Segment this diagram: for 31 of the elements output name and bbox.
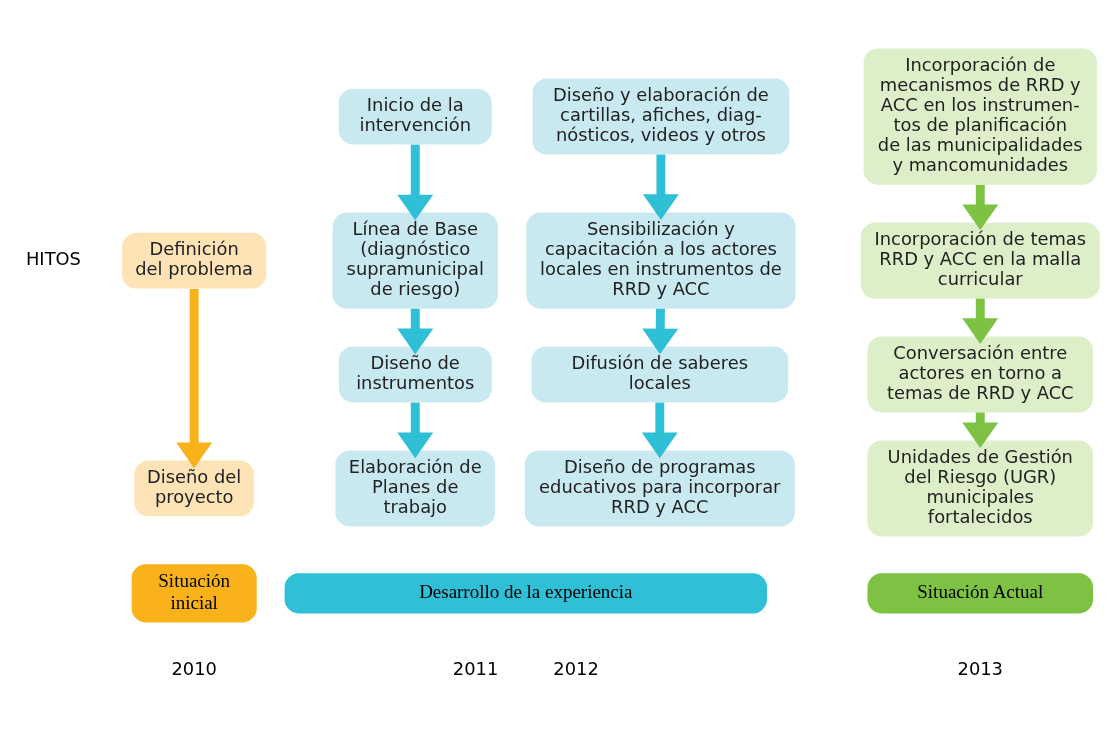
node-box: Elaboración de Planes de trabajo (335, 449, 496, 526)
node-box: Diseño y elaboración de cartillas, afiches, diag- nósticos, videos y otros (532, 78, 790, 155)
arrow (397, 402, 434, 458)
label: 2011 (452, 657, 499, 679)
arrow (642, 308, 679, 354)
arrow (176, 288, 213, 468)
node-box: Situación inicial (131, 563, 257, 622)
label: 2012 (553, 657, 599, 679)
node-box: Desarrollo de la experiencia (284, 572, 767, 613)
arrow (962, 184, 999, 230)
node-box: Diseño de instrumentos (338, 346, 492, 402)
arrow (642, 154, 679, 220)
node-box: Diseño del proyecto (134, 460, 254, 516)
node-box: Conversación entre actores en torno a temas de RRD y ACC (867, 336, 1094, 412)
node-box: Incorporación de mecanismos de RRD y ACC en los instrumen- tos de planificación de las municipalidades y mancomunidades (863, 47, 1097, 185)
node-box: Definición del problema (122, 232, 267, 289)
node-box: Situación Actual (867, 572, 1094, 613)
node-box: Difusión de saberes locales (531, 346, 789, 402)
label: 2013 (957, 657, 1003, 679)
node-box: Incorporación de temas RRD y ACC en la malla curricular (860, 222, 1100, 299)
node-box: Diseño de programas educativos para incorporar RRD y ACC (524, 449, 795, 526)
node-box: Sensibilización y capacitación a los actores locales en instrumentos de RRD y ACC (526, 212, 796, 309)
label: HITOS (25, 247, 81, 269)
arrow (397, 308, 434, 354)
label: 2010 (171, 657, 217, 679)
arrow (641, 402, 678, 458)
node-box: Unidades de Gestión del Riesgo (UGR) municipales fortalecidos (867, 439, 1094, 536)
node-box: Línea de Base (diagnóstico supramunicipal de riesgo) (332, 212, 498, 309)
node-box: Inicio de la intervención (338, 88, 492, 144)
arrow (397, 144, 434, 220)
arrow (962, 298, 999, 344)
